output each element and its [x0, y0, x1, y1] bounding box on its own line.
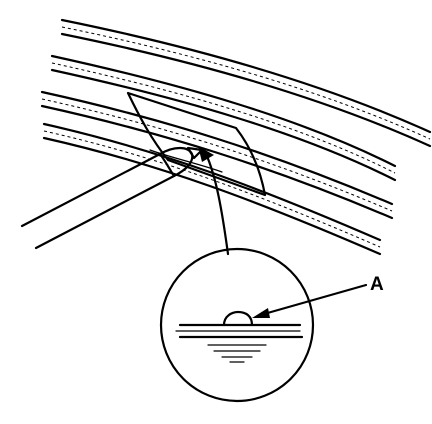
band-second: [50, 54, 397, 182]
repair-film-patch: [126, 91, 267, 197]
glass-edge-bands: [40, 18, 432, 256]
repair-film-edge: [149, 149, 223, 173]
resin-bead: [222, 310, 254, 327]
applicator-tool: [20, 146, 204, 250]
leader-arrow: [198, 146, 230, 256]
band-third: [40, 90, 394, 220]
magnified-detail-view: [159, 247, 315, 403]
band-inner: [42, 122, 382, 256]
band-outer: [60, 18, 432, 148]
callout-label-a: A: [370, 274, 384, 295]
callout-leader-a: [252, 283, 368, 318]
